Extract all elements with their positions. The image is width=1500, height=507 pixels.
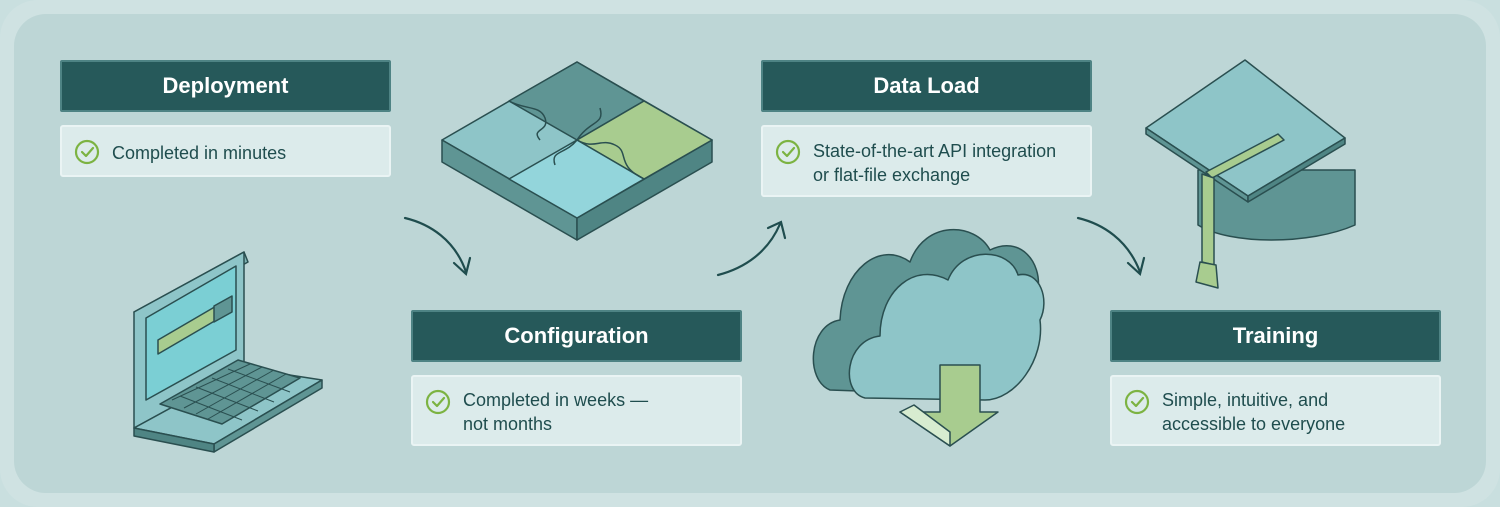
step-deployment-desc: Completed in minutes <box>60 125 391 177</box>
step-data-load-title: Data Load <box>761 60 1092 112</box>
step-data-load-desc: State-of-the-art API integration or flat… <box>761 125 1092 197</box>
cloud-download-icon <box>812 229 1045 447</box>
step-training-desc: Simple, intuitive, and accessible to eve… <box>1110 375 1441 446</box>
step-title-text: Configuration <box>504 323 649 348</box>
graduation-cap-icon <box>1145 59 1356 289</box>
check-circle-icon <box>74 139 100 165</box>
step-configuration-title: Configuration <box>411 310 742 362</box>
step-description: Completed in weeks — not months <box>463 390 649 434</box>
puzzle-icon <box>441 61 713 241</box>
laptop-icon <box>133 251 323 453</box>
step-title-text: Data Load <box>873 73 980 98</box>
check-circle-icon <box>775 139 801 165</box>
step-title-text: Training <box>1232 323 1319 348</box>
check-circle-icon <box>425 389 451 415</box>
step-description: State-of-the-art API integration or flat… <box>813 141 1057 185</box>
step-description: Simple, intuitive, and accessible to eve… <box>1162 390 1346 434</box>
check-circle-icon <box>1124 389 1150 415</box>
step-description: Completed in minutes <box>112 143 287 163</box>
step-training-title: Training <box>1110 310 1441 362</box>
step-deployment-title: Deployment <box>60 60 391 112</box>
step-title-text: Deployment <box>162 73 289 98</box>
arrow-icon <box>403 216 1146 277</box>
step-configuration-desc: Completed in weeks — not months <box>411 375 742 446</box>
